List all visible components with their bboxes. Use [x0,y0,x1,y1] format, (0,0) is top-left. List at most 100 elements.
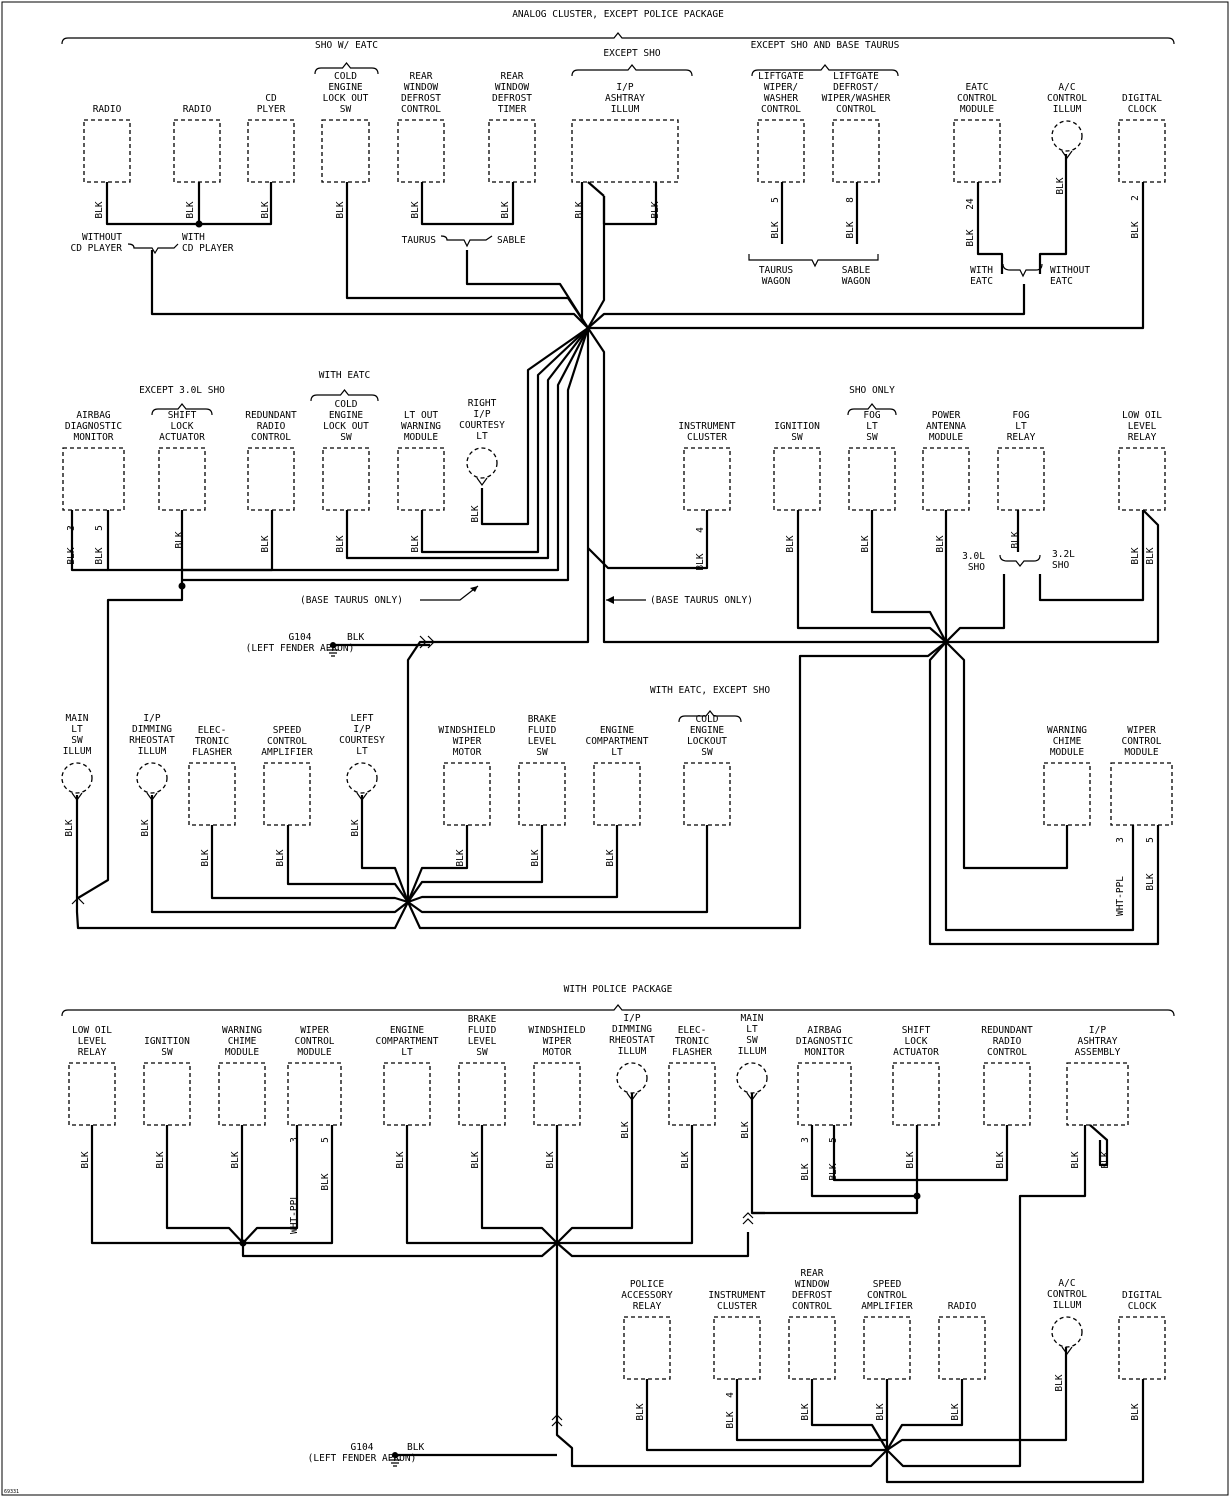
component-rear-window-defrost-timer [488,119,536,183]
component-radio [938,1316,986,1380]
wire-color-label: BLK [347,632,364,643]
section-label: ANALOG CLUSTER, EXCEPT POLICE PACKAGE [512,9,724,20]
section-bracket [571,64,693,77]
wire [886,1347,1068,1451]
lamp-left-i-p-courtesy-lt [346,762,378,794]
section-brackets: ANALOG CLUSTER, EXCEPT POLICE PACKAGE SHO… [61,9,1175,1017]
component-liftgate-wiper-washer-control [757,119,805,183]
section-bracket [151,403,213,416]
component-rear-window-defrost-control [397,119,445,183]
component-label-radio: RADIO [93,104,122,115]
wire-color-label: BLK [1010,531,1021,548]
component-i-p-ashtray-assembly [1066,1062,1129,1126]
wire-color-label: BLK [260,535,271,552]
wire [1038,154,1068,274]
wire-color-label: BLK [605,849,616,866]
wire [407,825,544,903]
wire [75,795,409,930]
ground-location: (LEFT FENDER APRON) [308,1453,417,1464]
wire [106,510,182,572]
wire-color-label: BLK [800,1163,811,1180]
component-brake-fluid-level-sw [518,762,566,826]
wire [587,181,606,329]
section-label: EXCEPT SHO AND BASE TAURUS [751,40,900,51]
section-bracket [847,403,897,416]
component-engine-compartment-lt [593,762,641,826]
pin-number: 8 [845,197,856,203]
wire [407,641,947,930]
lamp-right-i-p-courtesy-lt [466,447,498,479]
wire [90,1125,243,1245]
ground-id: G104 [351,1442,374,1453]
wire [945,574,1006,643]
connector-pin [1061,150,1073,160]
connector-pin [626,1092,638,1102]
wire [555,1415,888,1468]
wire [886,1125,1087,1468]
component-shift-lock-actuator [892,1062,940,1126]
wire [870,510,947,643]
connector-chevron [742,1212,754,1225]
wire-color-label: WHT-PPL [289,1194,300,1234]
component-shift-lock-actuator [158,447,206,511]
component-brake-fluid-level-sw [458,1062,506,1126]
connector-chevron [71,897,85,905]
wire-color-label: BLK [770,221,781,238]
wire-color-label: BLK [1100,1151,1111,1168]
wire-color-label: BLK [965,229,976,246]
component-speed-control-amplifier [263,762,311,826]
component-eatc-control-module [953,119,1001,183]
component-elec-tronic-flasher [668,1062,716,1126]
wires [70,154,1160,1484]
wire-color-label: BLK [828,1163,839,1180]
wire [885,1379,1145,1484]
section-bracket [61,1004,1175,1017]
wire [406,640,430,902]
connector-pin [146,792,158,802]
wire [796,510,947,643]
pin-number: 24 [965,198,976,210]
ground-dot [330,642,336,648]
wire-color-label: BLK [66,547,77,564]
wire-color-label: BLK [174,531,185,548]
component-cold-engine-lockout-sw [683,762,731,826]
figure-id: 69331 [4,1489,19,1495]
wire [420,182,515,226]
pin-number: 5 [94,525,105,531]
wire [556,1093,634,1244]
wire [165,1125,244,1244]
component-label-radio: RADIO [948,1301,977,1312]
wire [580,182,589,329]
pin-number: 5 [770,197,781,203]
wire-color-label: BLK [545,1151,556,1168]
wire-color-label: BLK [410,201,421,218]
arrow-head [606,596,614,604]
option-brace [440,235,493,248]
wire [557,1125,694,1245]
wire [150,250,589,329]
lamp-a-c-control-illum [1051,1316,1083,1348]
wire-color-label: BLK [1130,547,1141,564]
section-label: SHO W/ EATC [315,40,378,51]
component-rear-window-defrost-control [788,1316,836,1380]
wire-color-label: WHT-PPL [1115,876,1126,916]
wire-color-label: BLK [500,201,511,218]
